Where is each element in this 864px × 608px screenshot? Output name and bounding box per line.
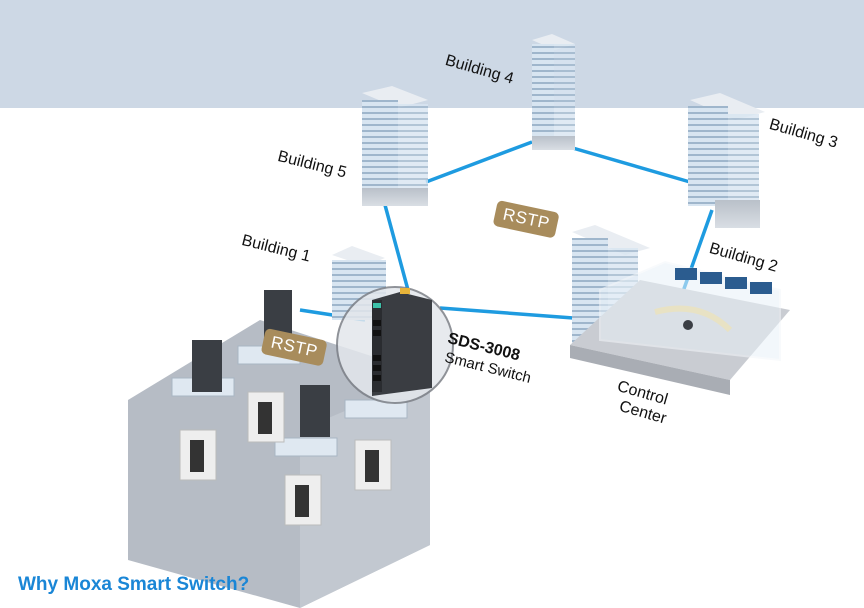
building-1-cutaway bbox=[128, 290, 430, 608]
footer-title: Why Moxa Smart Switch? bbox=[18, 574, 250, 595]
building-3-tower bbox=[688, 93, 765, 228]
building-4-tower bbox=[532, 34, 575, 150]
elevator-switch-icon bbox=[192, 340, 222, 392]
sky-background bbox=[0, 0, 864, 108]
elevator-switch-icon bbox=[300, 385, 330, 437]
sds-3008-switch bbox=[336, 286, 454, 404]
control-center-room bbox=[570, 260, 790, 395]
building-5-tower bbox=[362, 86, 428, 206]
